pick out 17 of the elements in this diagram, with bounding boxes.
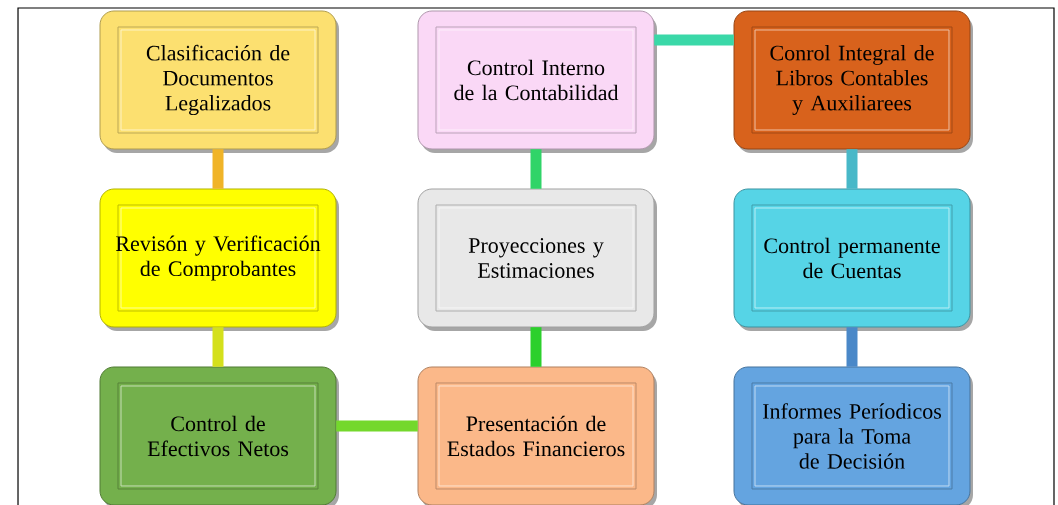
connector-bar <box>846 149 858 189</box>
connector-bar <box>654 34 734 46</box>
process-box: Revisón y Verificación de Comprobantes <box>99 188 339 331</box>
process-box: Control Interno de la Contabilidad <box>417 10 657 153</box>
connector-bar <box>530 327 542 367</box>
connector-bar <box>212 327 224 367</box>
connector-bar <box>846 327 858 367</box>
connector-bar <box>212 149 224 189</box>
connector-bar <box>336 420 418 432</box>
process-box: Conrol Integral de Libros Contables y Auxiliarees <box>733 10 973 153</box>
process-box: Control permanente de Cuentas <box>733 188 973 331</box>
connector-bar <box>530 149 542 189</box>
process-box: Informes Períodicos para la Toma de Decisión <box>733 366 973 505</box>
process-box: Control de Efectivos Netos <box>99 366 339 505</box>
process-box: Clasificación de Documentos Legalizados <box>99 10 339 153</box>
process-box: Proyecciones y Estimaciones <box>417 188 657 331</box>
process-box: Presentación de Estados Financieros <box>417 366 657 505</box>
